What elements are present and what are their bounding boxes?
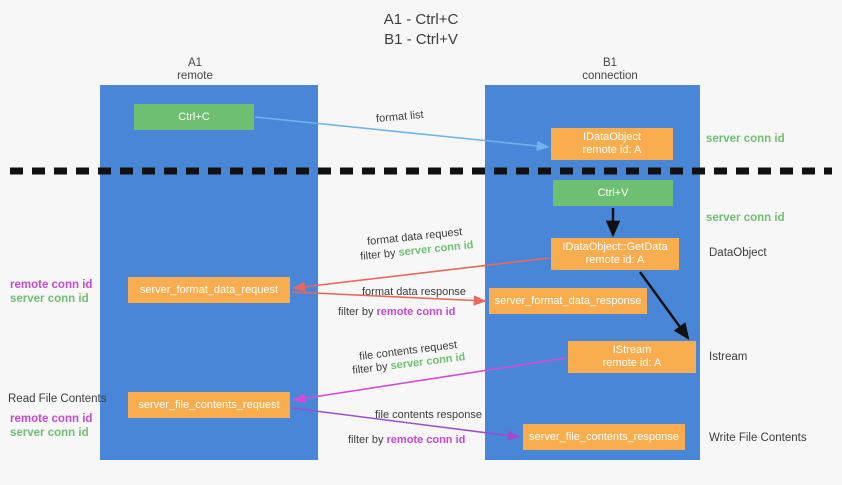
box-sfcresp-label: server_file_contents_response — [529, 430, 679, 443]
box-idataobject-getdata[interactable]: IDataObject::GetData remote id: A — [551, 238, 679, 270]
side-label-write-file-contents: Write File Contents — [709, 432, 807, 444]
page-title: A1 - Ctrl+C B1 - Ctrl+V — [0, 10, 842, 50]
arrow-file-contents-request — [292, 357, 567, 404]
lane-header-a1: A1 remote — [135, 57, 255, 83]
label-file-contents-response: file contents response — [375, 409, 483, 421]
arrow-format-data-request — [292, 257, 550, 292]
box-idataobject[interactable]: IDataObject remote id: A — [551, 128, 673, 160]
box-istream-line2: remote id: A — [602, 357, 662, 369]
lane-header-b1: B1 connection — [540, 57, 680, 83]
remote-conn-id-text-2: remote conn id — [386, 434, 466, 446]
side-label-conn-ids-bottom: remote conn id server conn id — [10, 412, 92, 440]
filter-by-text-2: filter by — [338, 306, 377, 318]
box-server-file-contents-response[interactable]: server_file_contents_response — [523, 424, 685, 450]
remote-conn-id-text-1: remote conn id — [376, 306, 456, 318]
box-sfcreq-label: server_file_contents_request — [138, 398, 280, 411]
label-format-data-response: format data response — [362, 286, 466, 298]
side-label-conn-ids-top: remote conn id server conn id — [10, 278, 92, 306]
side-label-server-conn-id-top: server conn id — [706, 133, 785, 145]
side-label-read-file-contents: Read File Contents — [8, 393, 107, 405]
side-remote-conn-id-1: remote conn id — [10, 279, 93, 291]
box-istream-line1: IStream — [612, 344, 652, 356]
filter-by-text-3: filter by — [351, 360, 392, 377]
box-ctrl-c-label: Ctrl+C — [178, 110, 210, 123]
box-getdata-line2: remote id: A — [585, 254, 645, 266]
box-idataobject-line1: IDataObject — [582, 131, 642, 143]
side-label-server-conn-id-mid: server conn id — [706, 212, 785, 224]
box-ctrl-v[interactable]: Ctrl+V — [553, 180, 673, 206]
box-server-format-data-response[interactable]: server_format_data_response — [489, 288, 647, 314]
arrow-file-contents-response — [291, 407, 521, 441]
lane-header-a1-sub: remote — [177, 70, 213, 82]
box-istream[interactable]: IStream remote id: A — [568, 341, 696, 373]
title-line-1: A1 - Ctrl+C — [383, 11, 459, 28]
filter-by-text-1: filter by — [359, 246, 400, 263]
label-filter-by-remote-conn-id-2: filter by remote conn id — [348, 433, 465, 448]
side-label-dataobject: DataObject — [709, 247, 767, 259]
arrow-getdata-to-istream — [639, 271, 690, 340]
side-remote-conn-id-2: remote conn id — [10, 413, 93, 425]
side-label-istream: Istream — [709, 351, 748, 363]
box-server-file-contents-request[interactable]: server_file_contents_request — [128, 392, 290, 418]
box-ctrl-v-label: Ctrl+V — [597, 186, 629, 199]
box-getdata-line1: IDataObject::GetData — [562, 241, 668, 253]
title-line-2: B1 - Ctrl+V — [384, 31, 458, 48]
side-server-conn-id-2: server conn id — [10, 427, 89, 439]
box-idataobject-line2: remote id: A — [582, 144, 642, 156]
box-sfdresp-label: server_format_data_response — [494, 294, 642, 307]
box-server-format-data-request[interactable]: server_format_data_request — [128, 277, 290, 303]
box-ctrl-c[interactable]: Ctrl+C — [134, 104, 254, 130]
label-filter-by-remote-conn-id-1: filter by remote conn id — [338, 305, 455, 320]
lane-header-a1-name: A1 — [187, 57, 203, 69]
arrow-format-list — [254, 116, 550, 151]
lane-header-b1-sub: connection — [582, 70, 638, 82]
lane-header-b1-name: B1 — [602, 57, 618, 69]
box-sfdreq-label: server_format_data_request — [139, 283, 279, 296]
side-server-conn-id-1: server conn id — [10, 293, 89, 305]
filter-by-text-4: filter by — [348, 434, 387, 446]
arrow-format-data-response — [291, 291, 487, 306]
